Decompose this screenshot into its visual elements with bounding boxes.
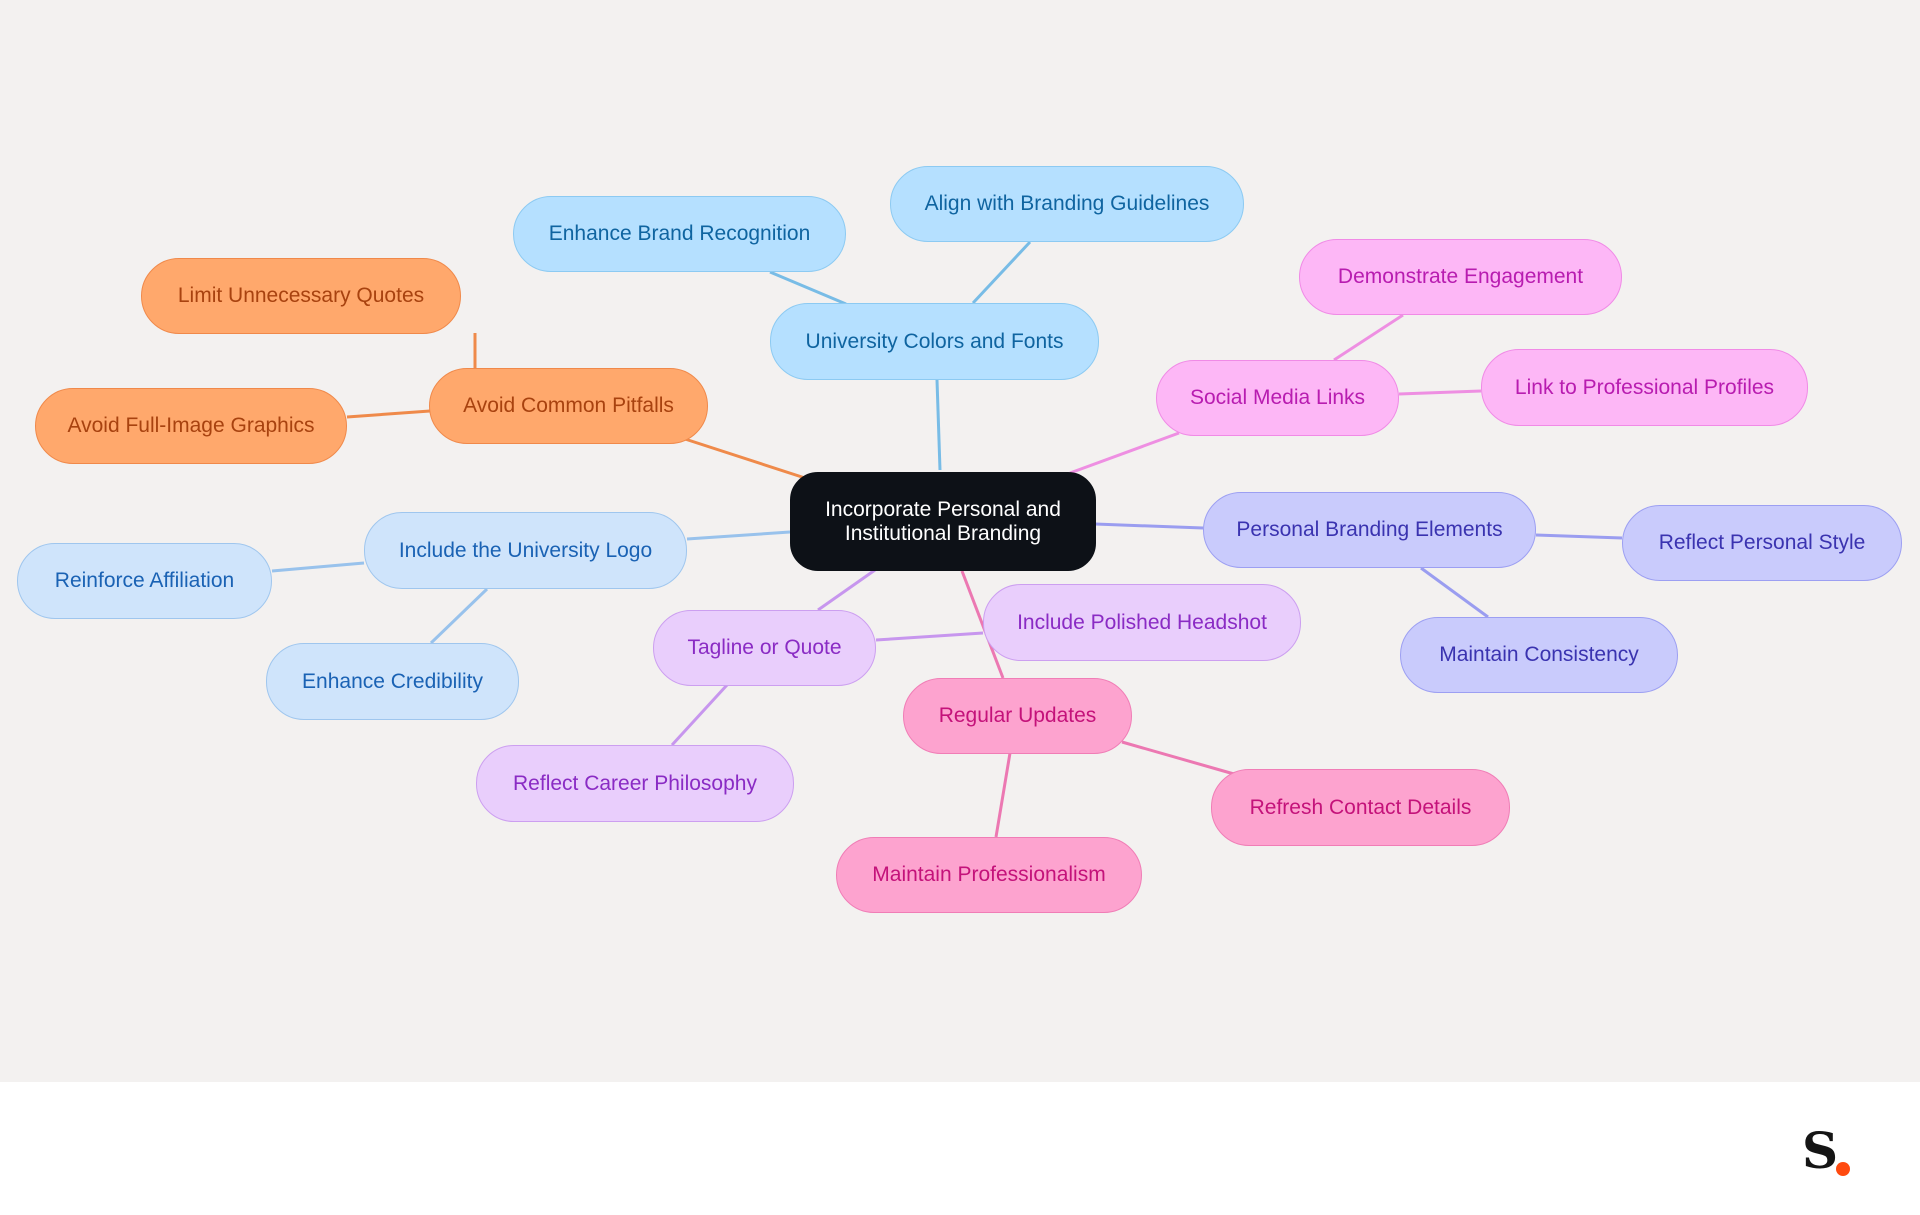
node-tagline-or-quote[interactable]: Tagline or Quote	[653, 610, 876, 686]
node-refresh-contact-details[interactable]: Refresh Contact Details	[1211, 769, 1510, 846]
node-label: Regular Updates	[938, 704, 1097, 728]
edge-logo-credibility	[429, 587, 489, 645]
node-label: Enhance Credibility	[302, 669, 483, 693]
node-avoid-full-image-graphics[interactable]: Avoid Full-Image Graphics	[35, 388, 347, 464]
node-label: Align with Branding Guidelines	[924, 192, 1210, 216]
edge-root-updates	[960, 570, 1005, 679]
edge-root-pitfalls	[684, 437, 806, 480]
node-label: Limit Unnecessary Quotes	[177, 284, 425, 308]
node-avoid-common-pitfalls[interactable]: Avoid Common Pitfalls	[429, 368, 708, 444]
edge-root-logo	[686, 530, 791, 541]
node-enhance-credibility[interactable]: Enhance Credibility	[266, 643, 519, 720]
edge-tagline-headshot	[875, 631, 984, 642]
edge-tagline-philosophy	[670, 683, 729, 747]
edge-root-colors	[935, 379, 942, 471]
edge-updates-professionalism	[994, 752, 1012, 838]
node-reflect-personal-style[interactable]: Reflect Personal Style	[1622, 505, 1902, 581]
node-label: Include Polished Headshot	[1017, 610, 1267, 634]
edge-updates-contact	[1121, 740, 1235, 776]
node-link-to-professional-profiles[interactable]: Link to Professional Profiles	[1481, 349, 1808, 426]
node-label: Enhance Brand Recognition	[548, 222, 811, 246]
node-label: Reflect Personal Style	[1658, 531, 1866, 555]
node-limit-unnecessary-quotes[interactable]: Limit Unnecessary Quotes	[141, 258, 461, 334]
edge-root-tagline	[817, 568, 876, 612]
node-label: Reflect Career Philosophy	[513, 771, 757, 795]
logo-dot	[1836, 1162, 1850, 1176]
node-social-media-links[interactable]: Social Media Links	[1156, 360, 1399, 436]
node-align-with-branding-guidelines[interactable]: Align with Branding Guidelines	[890, 166, 1244, 242]
node-label: Maintain Consistency	[1439, 643, 1639, 667]
root-node-label: Incorporate Personal and Institutional B…	[825, 497, 1061, 545]
edge-colors-recognition	[769, 270, 847, 306]
edge-root-social	[1069, 431, 1180, 475]
root-node[interactable]: Incorporate Personal and Institutional B…	[790, 472, 1096, 571]
node-label: Include the University Logo	[398, 538, 653, 562]
node-include-the-university-logo[interactable]: Include the University Logo	[364, 512, 687, 589]
node-label: Tagline or Quote	[687, 636, 842, 660]
node-label: Avoid Common Pitfalls	[463, 394, 674, 418]
edge-personal-style	[1535, 533, 1623, 540]
node-label: Maintain Professionalism	[872, 863, 1106, 887]
node-label: Refresh Contact Details	[1249, 795, 1472, 819]
node-label: Personal Branding Elements	[1236, 518, 1503, 542]
node-label: Social Media Links	[1189, 386, 1366, 410]
node-maintain-consistency[interactable]: Maintain Consistency	[1400, 617, 1678, 693]
node-label: Demonstrate Engagement	[1337, 265, 1584, 289]
node-label: University Colors and Fonts	[805, 329, 1064, 353]
node-reflect-career-philosophy[interactable]: Reflect Career Philosophy	[476, 745, 794, 822]
node-university-colors-and-fonts[interactable]: University Colors and Fonts	[770, 303, 1099, 380]
mindmap-edges	[271, 240, 1623, 838]
node-include-polished-headshot[interactable]: Include Polished Headshot	[983, 584, 1301, 661]
node-label: Link to Professional Profiles	[1514, 375, 1775, 399]
logo-letter: S	[1802, 1121, 1839, 1180]
node-label: Avoid Full-Image Graphics	[67, 414, 315, 438]
node-regular-updates[interactable]: Regular Updates	[903, 678, 1132, 754]
edge-pitfalls-graphics	[346, 409, 431, 419]
brand-logo: S	[1802, 1126, 1862, 1182]
edge-colors-guidelines	[971, 240, 1032, 305]
node-maintain-professionalism[interactable]: Maintain Professionalism	[836, 837, 1142, 913]
node-personal-branding-elements[interactable]: Personal Branding Elements	[1203, 492, 1536, 568]
node-label: Reinforce Affiliation	[54, 569, 235, 593]
edge-social-engagement	[1333, 313, 1404, 362]
node-reinforce-affiliation[interactable]: Reinforce Affiliation	[17, 543, 272, 619]
edge-personal-consistency	[1420, 566, 1489, 619]
mindmap-canvas: Incorporate Personal and Institutional B…	[0, 0, 1920, 1082]
node-demonstrate-engagement[interactable]: Demonstrate Engagement	[1299, 239, 1622, 315]
edge-logo-affiliation	[271, 561, 365, 573]
node-enhance-brand-recognition[interactable]: Enhance Brand Recognition	[513, 196, 846, 272]
edge-root-personal	[1094, 522, 1204, 530]
edge-social-profiles	[1398, 389, 1482, 396]
